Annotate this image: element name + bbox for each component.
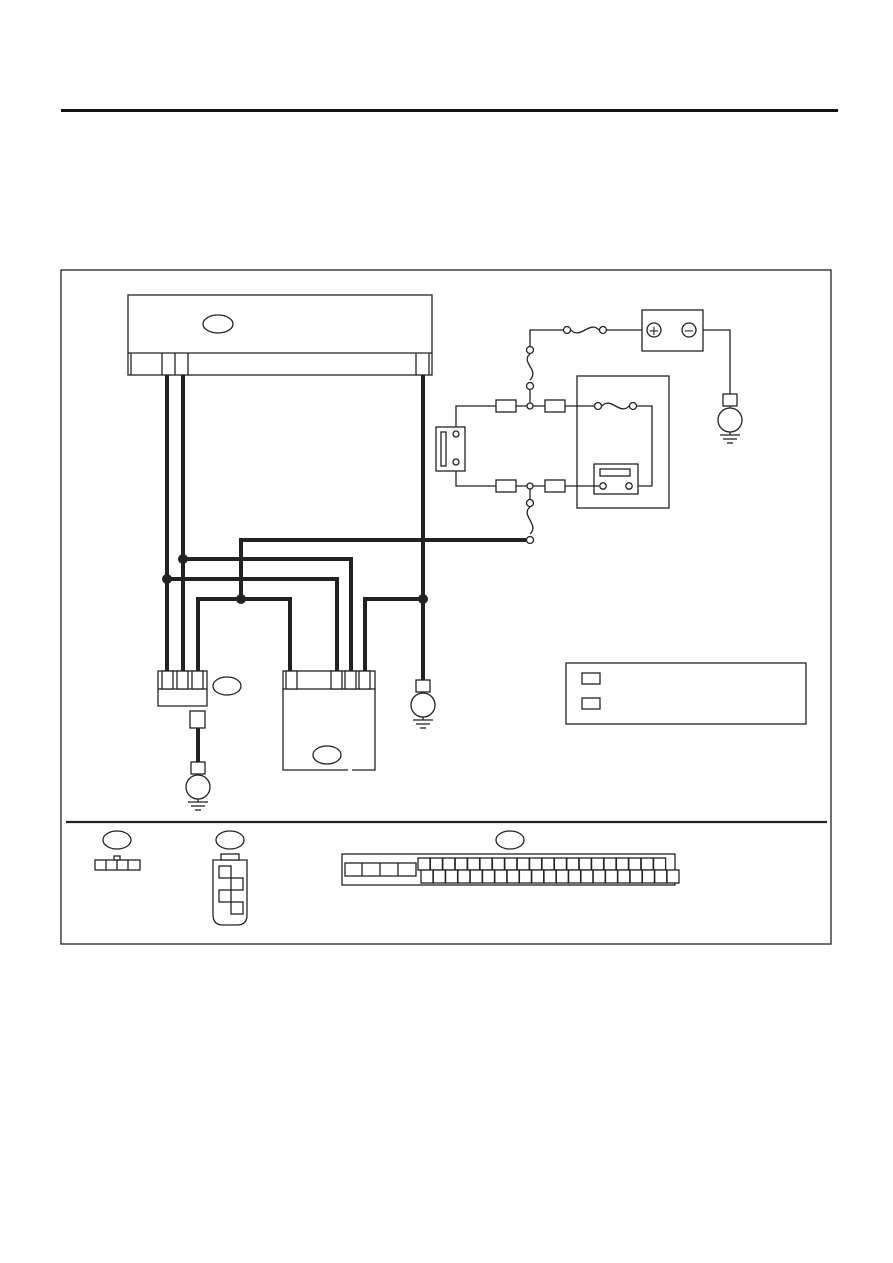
harness-wires xyxy=(165,375,526,680)
connector-pin xyxy=(666,869,680,884)
connector-pin xyxy=(553,857,568,871)
legend-box xyxy=(565,662,807,725)
connector-pin xyxy=(442,857,456,871)
connector-pin xyxy=(592,869,606,884)
connector-pin xyxy=(491,857,506,871)
connector-pin xyxy=(417,857,431,871)
lower-branch xyxy=(495,479,599,545)
battery: + − xyxy=(641,309,704,352)
upper-branch xyxy=(455,399,594,427)
legend-swatch-1 xyxy=(581,672,601,685)
connector-pin xyxy=(518,869,533,884)
connector-pin xyxy=(506,869,520,884)
sensor-id-badge xyxy=(212,676,242,696)
connector-pin xyxy=(504,857,518,871)
connector-pin xyxy=(420,869,434,884)
junction-dots xyxy=(162,554,428,604)
connector-view-3 xyxy=(341,830,680,886)
connector-view-2 xyxy=(212,830,248,926)
connector-pin xyxy=(457,869,471,884)
control-module xyxy=(127,294,433,376)
connector-pin xyxy=(615,857,630,871)
legend-swatch-2 xyxy=(581,697,601,710)
connector-pin xyxy=(590,857,605,871)
connector-pin xyxy=(617,869,631,884)
header-rule xyxy=(61,109,838,112)
connector-pin xyxy=(481,869,496,884)
connector-pin xyxy=(567,869,582,884)
actuator-id-badge xyxy=(312,745,342,765)
battery-negative-label: − xyxy=(684,324,695,339)
connector-view-1 xyxy=(94,830,141,871)
connector-pin xyxy=(429,857,444,871)
connector-pin xyxy=(566,857,580,871)
actuator-unit xyxy=(282,670,376,771)
module-id-badge xyxy=(202,314,234,334)
battery-ground xyxy=(703,329,743,444)
connector-pin xyxy=(555,869,569,884)
diagram-frame xyxy=(60,269,832,945)
connector-pin xyxy=(494,869,508,884)
connector-pin xyxy=(541,857,555,871)
relay-box xyxy=(576,375,670,509)
connector-pin xyxy=(578,857,592,871)
connector-pin xyxy=(652,857,667,871)
connector-pin xyxy=(604,869,619,884)
connector-pin xyxy=(432,869,446,884)
connector-pin xyxy=(469,869,483,884)
main-fuse xyxy=(525,325,642,403)
connector-pin xyxy=(454,857,468,871)
connector-pin xyxy=(603,857,617,871)
connector-pin xyxy=(479,857,493,871)
connector-pin xyxy=(628,857,642,871)
sensor-ground xyxy=(185,761,211,811)
connector-pin xyxy=(640,857,654,871)
connector-pin xyxy=(516,857,530,871)
switch xyxy=(435,426,496,487)
connector-pin xyxy=(580,869,594,884)
connector-pin xyxy=(641,869,656,884)
connector-pin xyxy=(543,869,557,884)
body-ground xyxy=(410,679,436,729)
battery-positive-label: + xyxy=(649,324,660,339)
connector-pin xyxy=(654,869,668,884)
connector-pin xyxy=(629,869,643,884)
connector-pin xyxy=(531,869,545,884)
connector-pin xyxy=(466,857,481,871)
sensor-connector xyxy=(157,670,242,762)
connector-pin xyxy=(444,869,459,884)
connector-pin xyxy=(528,857,543,871)
